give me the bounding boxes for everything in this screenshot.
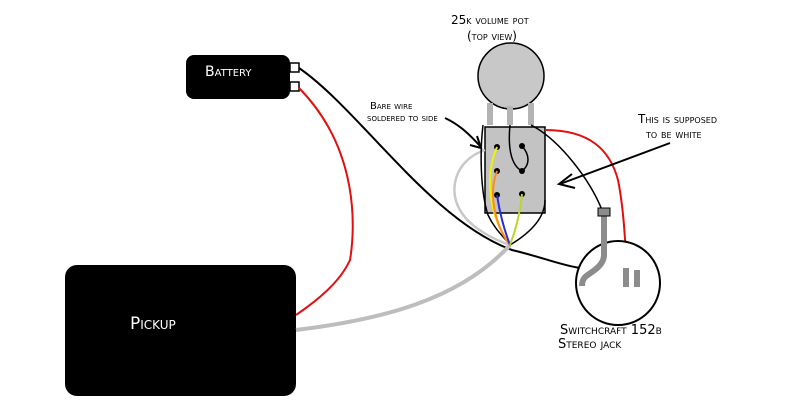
battery-terminal-top: [289, 62, 300, 73]
jack-label: Switchcraft 152b: [560, 323, 662, 338]
wire-blue: [496, 194, 511, 246]
battery-label: Battery: [205, 64, 252, 80]
arrow-bare-wire-head: [469, 135, 483, 150]
white-note-label-2: to be white: [646, 127, 702, 141]
wire-yellowgreen: [509, 193, 523, 246]
wire-battery-to-jack: [298, 67, 581, 269]
wire-jumper: [508, 124, 523, 172]
jack-lug-top: [597, 207, 611, 217]
wire-pot-to-jack: [530, 124, 603, 211]
battery: [186, 55, 290, 99]
white-note-label: This is supposed: [638, 112, 718, 126]
arrow-bare-wire: [444, 117, 481, 147]
wire-black-right: [509, 199, 546, 246]
bare-wire-label: Bare wire: [370, 101, 413, 112]
pot-subtitle-label: (top view): [467, 29, 517, 43]
wire-jumper-2: [521, 145, 529, 172]
jack-label-2: Stereo jack: [558, 337, 622, 352]
wire-bare: [453, 148, 511, 247]
arrow-white-note: [559, 142, 671, 185]
jack-pin-sleeve: [579, 212, 607, 287]
bare-wire-label-2: soldered to side: [367, 113, 438, 124]
pickup-label: Pickup: [130, 314, 176, 334]
wire-orange: [492, 170, 511, 246]
volume-pot: [477, 42, 545, 110]
wire-pickup-gray: [295, 243, 512, 332]
wire-battery-red: [295, 87, 354, 316]
pickup: [65, 265, 296, 396]
arrow-white-note-head: [556, 173, 576, 189]
battery-terminal-bottom: [289, 81, 300, 92]
pot-title-label: 25k volume pot: [451, 13, 529, 27]
stereo-jack: [575, 240, 661, 326]
